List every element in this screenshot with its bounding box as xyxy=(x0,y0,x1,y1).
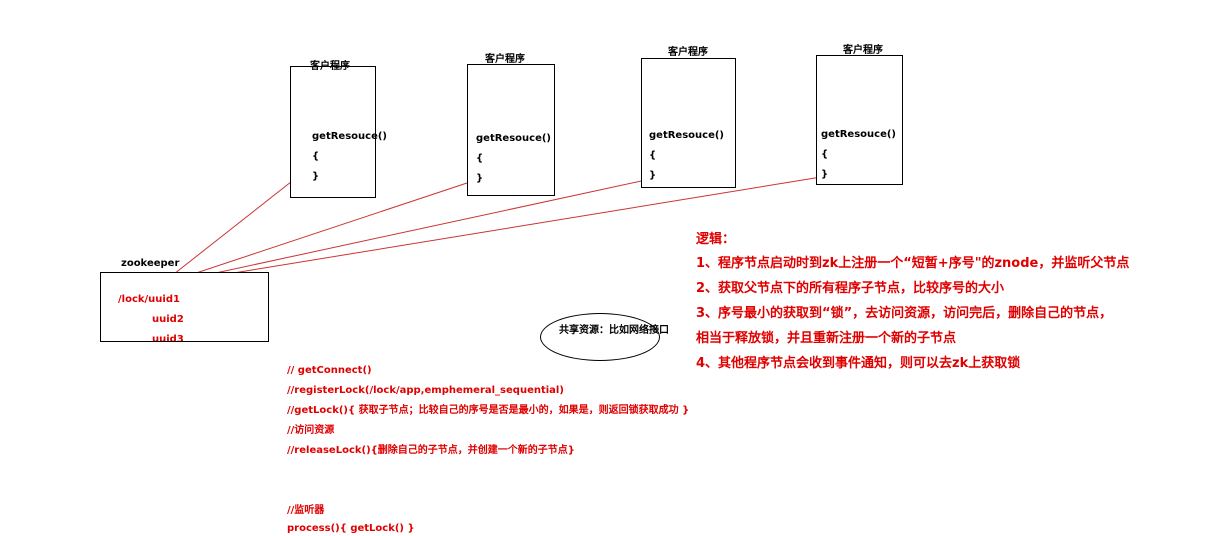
client-close-brace-3: } xyxy=(649,170,657,181)
logic-line-3: 3、序号最小的获取到“锁”，去访问资源，访问完后，删除自己的节点， xyxy=(696,306,1113,321)
code-line-2: //registerLock(/lock/app,emphemeral_sequ… xyxy=(287,385,564,396)
zk-node-uuid3: uuid3 xyxy=(152,334,184,342)
code-line-1: // getConnect() xyxy=(287,365,372,376)
zookeeper-title: zookeeper xyxy=(121,258,180,269)
client-box-1 xyxy=(290,66,376,198)
client-open-brace-2: { xyxy=(476,153,484,164)
code-line-4: //访问资源 xyxy=(287,425,335,436)
logic-line-5: 4、其他程序节点会收到事件通知，则可以去zk上获取锁 xyxy=(696,356,1021,371)
client-method-1: getResouce() xyxy=(312,131,387,142)
client-close-brace-4: } xyxy=(821,169,829,180)
shared-resource-ellipse xyxy=(540,313,660,361)
logic-line-2: 2、获取父节点下的所有程序子节点，比较序号的大小 xyxy=(696,281,1005,296)
client-open-brace-1: { xyxy=(312,151,320,162)
client-title-1: 客户程序 xyxy=(310,61,350,72)
line-client-1 xyxy=(159,177,297,286)
line-client-2 xyxy=(159,180,474,286)
client-title-2: 客户程序 xyxy=(485,54,525,65)
client-title-4: 客户程序 xyxy=(843,45,883,56)
client-close-brace-1: } xyxy=(312,171,320,182)
logic-line-1: 1、程序节点启动时到zk上注册一个“短暂+序号"的znode，并监听父节点 xyxy=(696,256,1130,271)
client-method-3: getResouce() xyxy=(649,130,724,141)
line-client-3 xyxy=(159,179,647,286)
client-box-2 xyxy=(467,64,555,196)
client-box-4 xyxy=(816,55,903,185)
client-method-2: getResouce() xyxy=(476,133,551,144)
code-line-3: //getLock(){ 获取子节点；比较自己的序号是否是最小的，如果是，则返回… xyxy=(287,405,690,416)
shared-resource-label: 共享资源：比如网络接口 xyxy=(559,325,669,336)
zookeeper-box: /lock/uuid1 uuid2 uuid3 xyxy=(100,272,269,342)
zk-node-uuid2: uuid2 xyxy=(152,314,184,325)
client-method-4: getResouce() xyxy=(821,129,896,140)
client-box-3 xyxy=(641,58,736,188)
code-line-8: //监听器 xyxy=(287,505,325,516)
logic-title: 逻辑： xyxy=(696,232,736,247)
code-line-5: //releaseLock(){删除自己的子节点，并创建一个新的子节点} xyxy=(287,445,575,456)
zk-node-uuid1: /lock/uuid1 xyxy=(118,294,180,305)
client-title-3: 客户程序 xyxy=(668,47,708,58)
line-client-4 xyxy=(159,176,822,286)
client-close-brace-2: } xyxy=(476,173,484,184)
logic-line-4: 相当于释放锁，并且重新注册一个新的子节点 xyxy=(696,331,957,346)
client-open-brace-4: { xyxy=(821,149,829,160)
code-line-9: process(){ getLock() } xyxy=(287,523,415,534)
client-open-brace-3: { xyxy=(649,150,657,161)
